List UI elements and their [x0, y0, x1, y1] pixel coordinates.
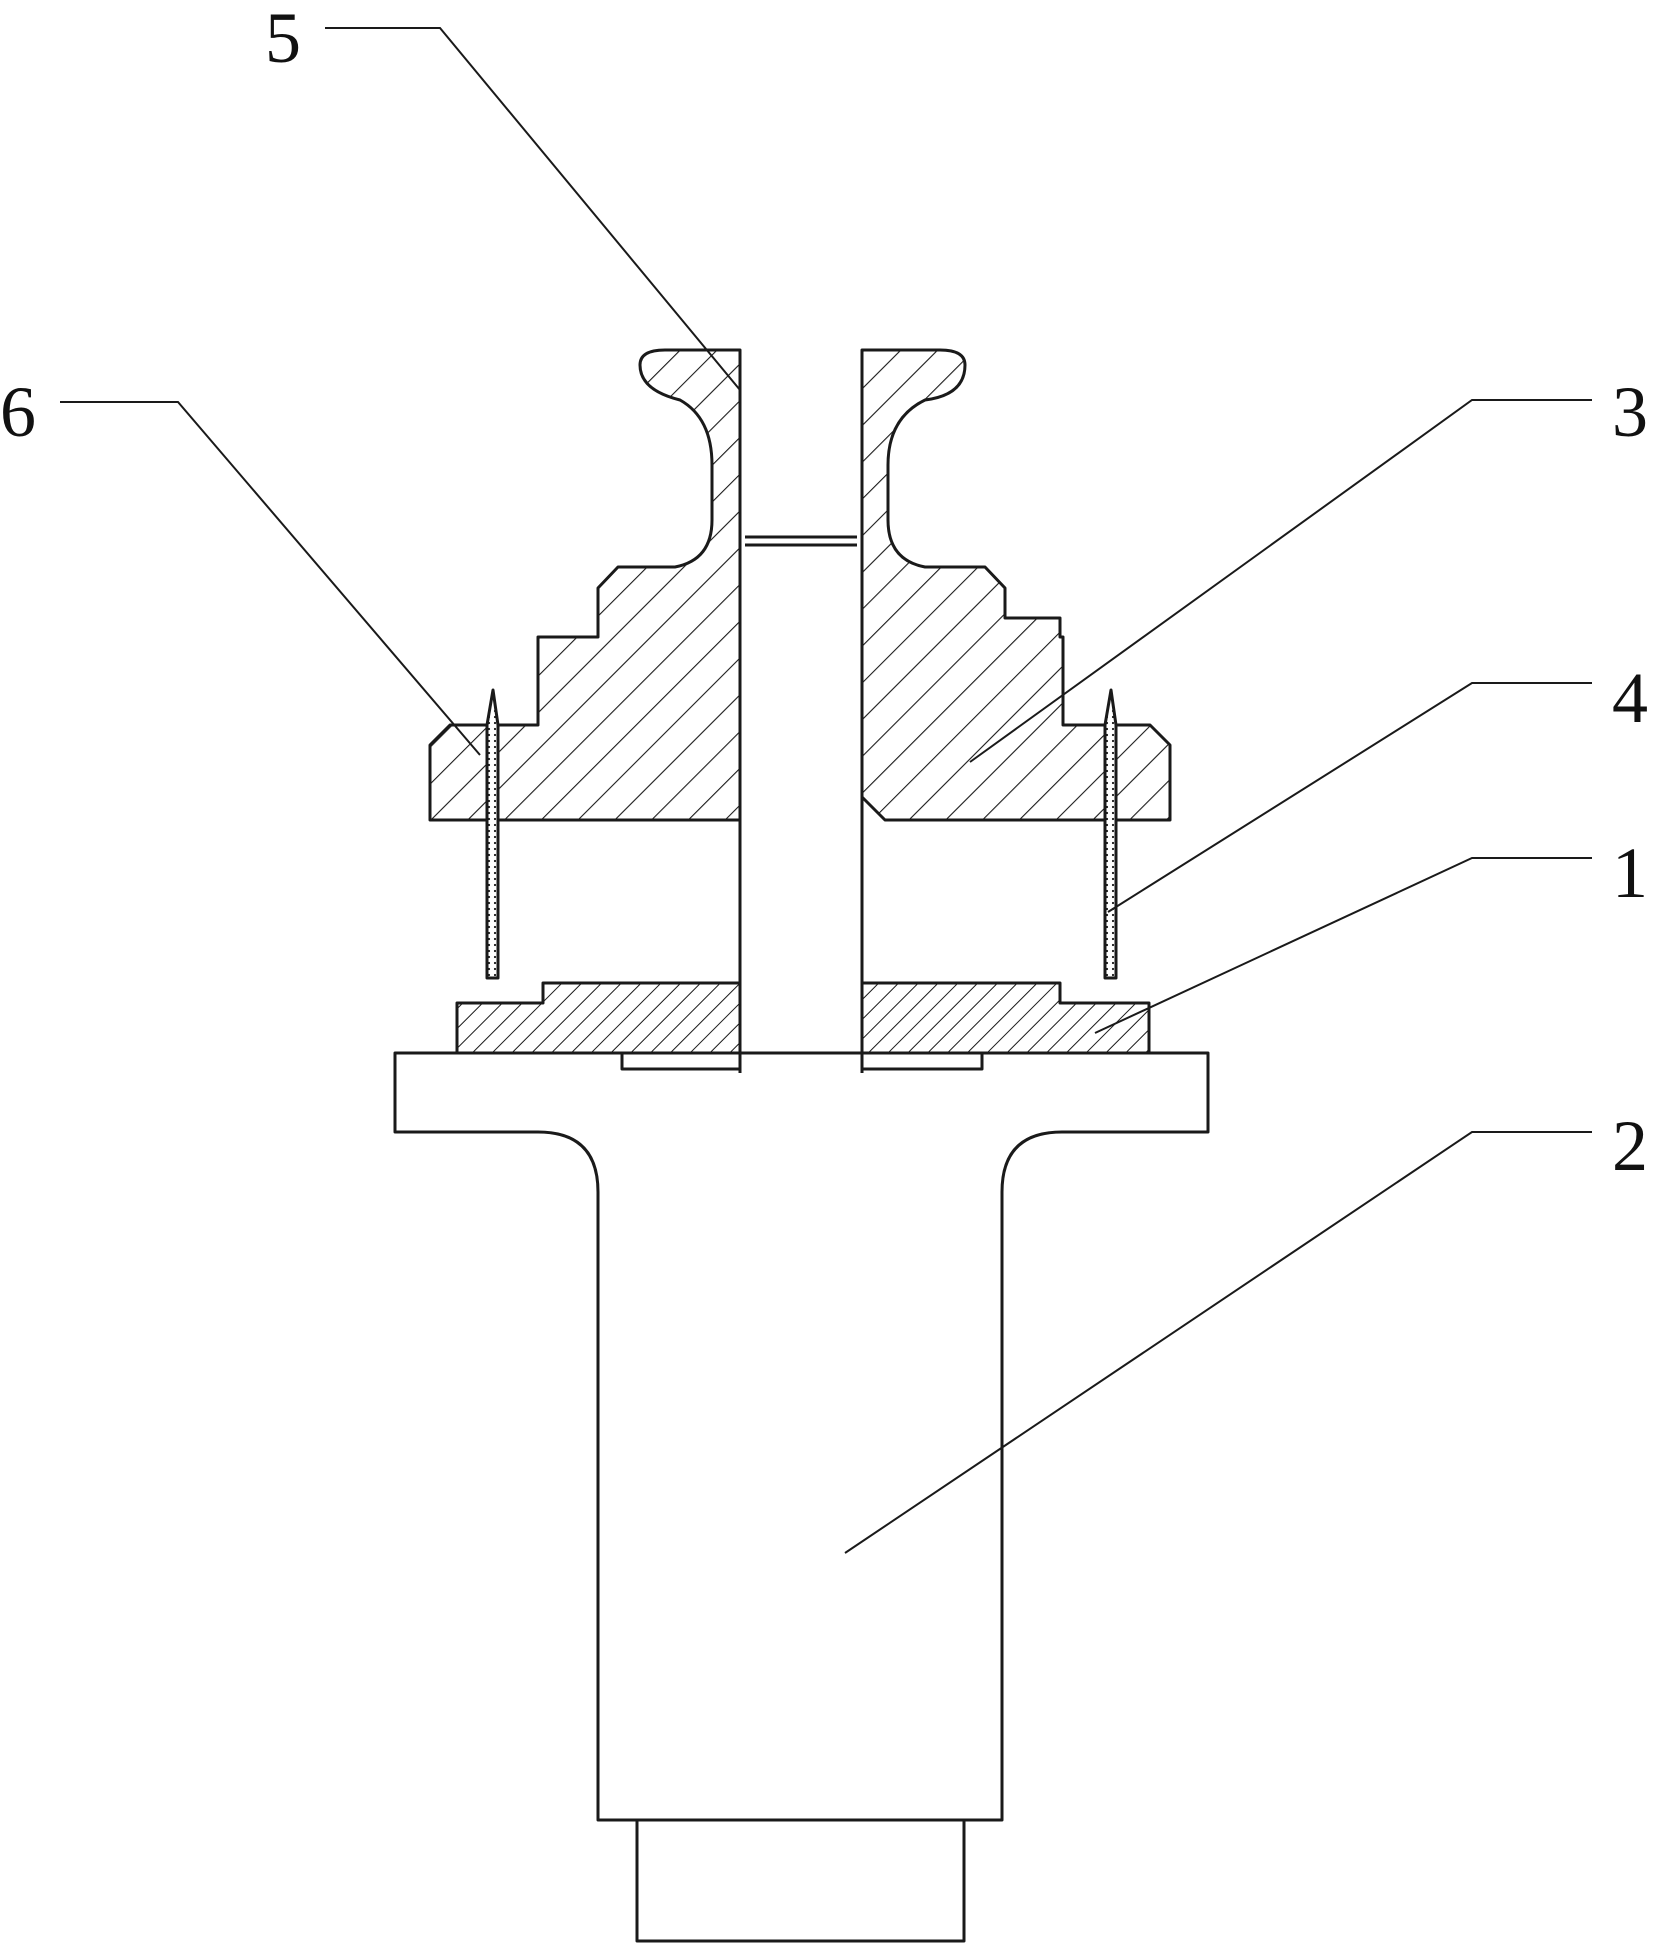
label-1: 1 [1612, 833, 1648, 913]
label-3: 3 [1612, 372, 1648, 452]
leader-6 [60, 401, 481, 756]
leader-5 [325, 27, 741, 391]
label-2: 2 [1612, 1106, 1648, 1186]
right-pin [1103, 688, 1118, 980]
leader-2 [844, 1131, 1592, 1554]
leader-4 [1107, 682, 1592, 913]
left-groove [620, 1051, 742, 1071]
upper-body [428, 348, 1172, 822]
label-4: 4 [1612, 658, 1648, 738]
right-groove [860, 1051, 984, 1071]
lower-plate [455, 981, 1151, 1055]
label-6: 6 [0, 372, 36, 452]
central-shaft [738, 350, 864, 1073]
label-5: 5 [265, 0, 301, 78]
leader-3 [969, 399, 1592, 763]
base-foot [635, 1818, 966, 1943]
leader-1 [1094, 857, 1592, 1034]
base-body [393, 1051, 1210, 1943]
leader-lines [60, 27, 1592, 1554]
left-pin [485, 688, 500, 980]
